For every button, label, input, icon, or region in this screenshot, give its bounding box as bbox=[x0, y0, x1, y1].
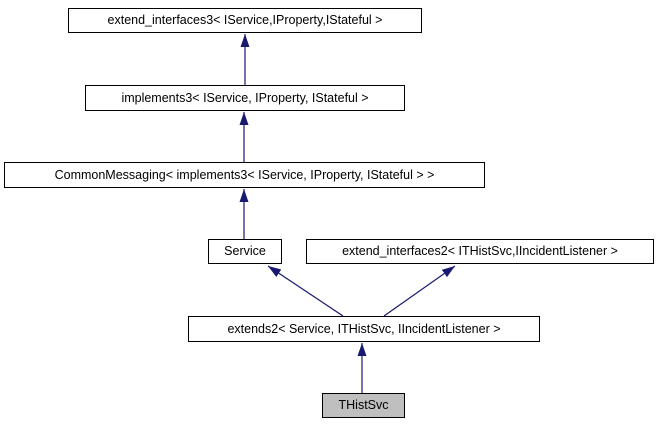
node-implements3[interactable]: implements3< IService, IProperty, IState… bbox=[85, 85, 405, 111]
node-commonmessaging[interactable]: CommonMessaging< implements3< IService, … bbox=[4, 162, 485, 188]
node-extend-interfaces2[interactable]: extend_interfaces2< ITHistSvc,IIncidentL… bbox=[306, 239, 654, 264]
node-extend-interfaces3[interactable]: extend_interfaces3< IService,IProperty,I… bbox=[68, 8, 422, 33]
inheritance-arrow-extends2-to-service bbox=[267, 265, 344, 317]
node-thistsvc-current: THistSvc bbox=[322, 393, 405, 418]
inheritance-arrow-extends2-to-extend-interfaces2 bbox=[383, 265, 456, 317]
node-extends2[interactable]: extends2< Service, ITHistSvc, IIncidentL… bbox=[188, 316, 540, 342]
node-service[interactable]: Service bbox=[208, 239, 282, 264]
